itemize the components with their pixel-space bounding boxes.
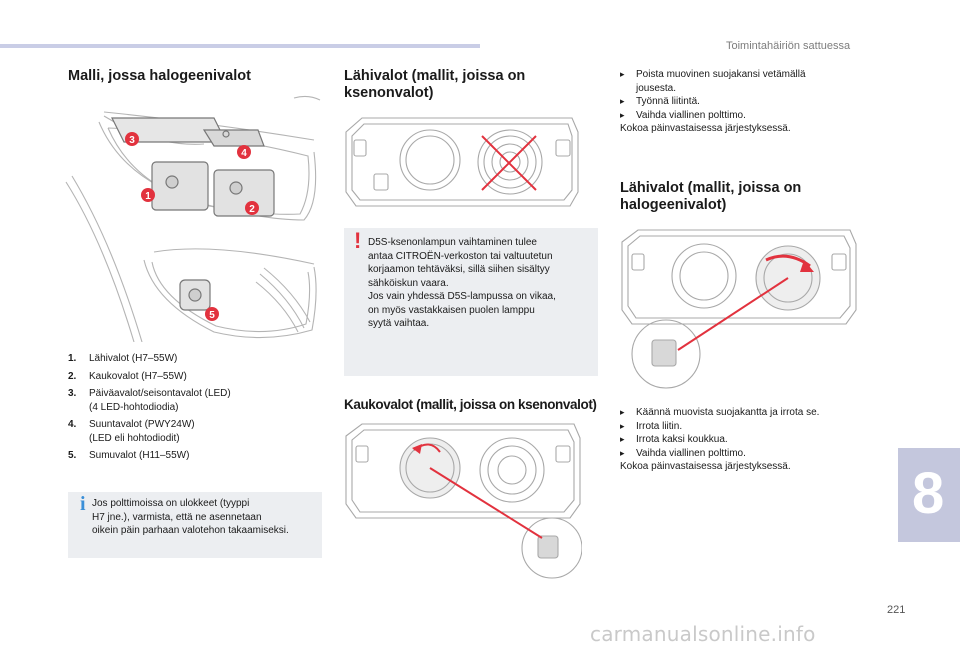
step-arrow-icon: ▸: [620, 69, 625, 79]
step-arrow-icon: ▸: [620, 434, 625, 444]
info-icon: i: [80, 493, 86, 515]
warning-line: on myös vastakkaisen puolen lamppu: [368, 304, 535, 316]
callout-4: [237, 145, 251, 159]
warning-icon: !: [354, 228, 362, 253]
list-item: ▸Irrota liitin.: [620, 420, 683, 432]
page-number: 221: [887, 604, 906, 616]
step-arrow-icon: ▸: [620, 109, 625, 120]
svg-text:5: 5: [209, 310, 215, 321]
list-item: ▸Vaihda viallinen polttimo.: [620, 109, 746, 121]
halogen-headlamp-figure: [621, 229, 857, 389]
halogen-steps-list: ▸Käännä muovista suojakantta ja irrota s…: [620, 406, 870, 474]
heading-halogen-model: Malli, jossa halogeenivalot: [68, 68, 251, 84]
header-bar: [0, 44, 480, 48]
callout-1: [141, 188, 155, 202]
xenon-high-beam-figure: [345, 423, 582, 579]
list-item: 3.Päiväavalot/seisontavalot (LED)(4 LED-…: [68, 388, 231, 413]
reassembly-text: Kokoa päinvastaisessa järjestyksessä.: [620, 461, 791, 472]
heading-xenon-high-beam: Kaukovalot (mallit, joissa on ksenonvalo…: [344, 397, 597, 412]
section-title: Toimintahäiriön sattuessa: [726, 40, 851, 52]
warning-line: sähköiskun vaara.: [368, 277, 449, 289]
warning-line: D5S-ksenonlampun vaihtaminen tulee: [368, 237, 537, 248]
list-item: ▸Käännä muovista suojakantta ja irrota s…: [620, 407, 820, 418]
reassembly-text: Kokoa päinvastaisessa järjestyksessä.: [620, 123, 791, 134]
info-note: i Jos polttimoissa on ulokkeet (tyyppi H…: [68, 492, 322, 558]
list-item: 4.Suuntavalot (PWY24W)(LED eli hohtodiod…: [68, 419, 195, 444]
callout-5: [205, 307, 219, 321]
svg-text:4: 4: [241, 148, 247, 159]
warning-line: antaa CITROËN-verkoston tai valtuutetun: [368, 250, 553, 262]
svg-text:1: 1: [145, 191, 151, 202]
svg-text:3: 3: [129, 135, 135, 146]
list-item: 5.Sumuvalot (H11–55W): [68, 450, 190, 461]
callout-3: [125, 132, 139, 146]
warning-line: korjaamon tehtäväksi, sillä siihen sisäl…: [368, 264, 550, 275]
step-arrow-icon: ▸: [620, 96, 625, 106]
list-item: ▸Irrota kaksi koukkua.: [620, 434, 728, 445]
chapter-tab: 8: [898, 448, 960, 542]
list-item: 1.Lähivalot (H7–55W): [68, 353, 178, 364]
list-item: ▸Työnnä liitintä.: [620, 96, 700, 107]
callout-markers: [125, 132, 259, 321]
bulb-list: 1.Lähivalot (H7–55W) 2.Kaukovalot (H7–55…: [68, 352, 323, 467]
list-item: ▸Vaihda viallinen polttimo.: [620, 447, 746, 459]
watermark: carmanualsonline.info: [590, 622, 816, 646]
warning-note: ! D5S-ksenonlampun vaihtaminen tulee ant…: [344, 228, 598, 376]
step-arrow-icon: ▸: [620, 407, 625, 417]
note-line: H7 jne.), varmista, että ne asennetaan: [92, 511, 262, 523]
red-cross-icon: [481, 135, 537, 191]
svg-text:2: 2: [249, 204, 255, 215]
note-line: Jos polttimoissa on ulokkeet (tyyppi: [92, 498, 250, 509]
note-line: oikein päin parhaan valotehon takaamisek…: [92, 525, 289, 536]
warning-line: syytä vaihtaa.: [368, 318, 430, 329]
xenon-headlamp-figure: [345, 117, 579, 207]
warning-line: Jos vain yhdessä D5S-lampussa on vikaa,: [368, 291, 556, 302]
list-item: 2.Kaukovalot (H7–55W): [68, 370, 187, 382]
headlamp-bulb-location-figure: 1 2 3 4 5: [65, 95, 321, 342]
callout-2: [245, 201, 259, 215]
step-arrow-icon: ▸: [620, 420, 625, 431]
step-arrow-icon: ▸: [620, 447, 625, 458]
chapter-number: 8: [912, 461, 945, 526]
